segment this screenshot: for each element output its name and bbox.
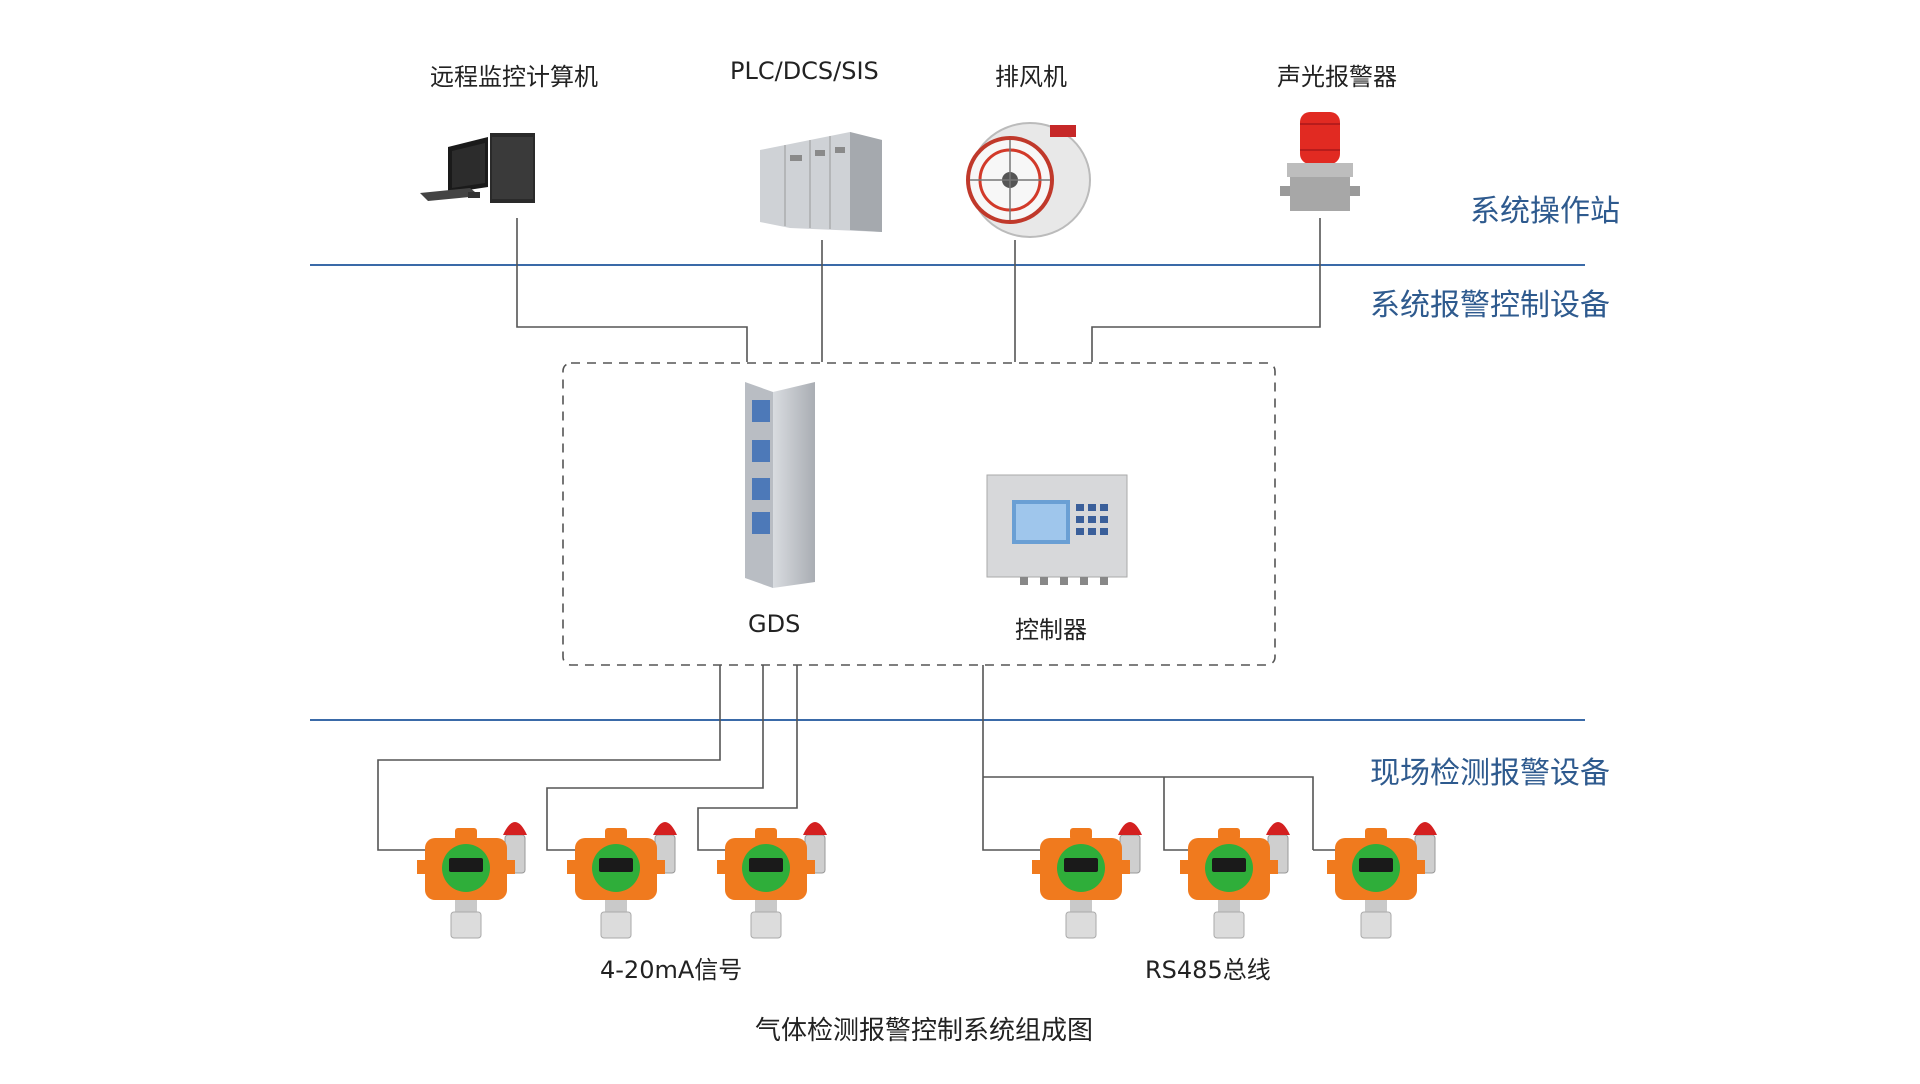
controller-icon <box>986 474 1128 585</box>
label-rs485-bus: RS485总线 <box>1145 956 1271 984</box>
gas-detector-icon <box>417 822 527 939</box>
gas-detector-icon <box>717 822 827 939</box>
bottom-connectors <box>377 665 1335 851</box>
layer-label-operation-station: 系统操作站 <box>1470 194 1620 229</box>
gas-detector-icon <box>1032 822 1142 939</box>
computer-icon <box>420 133 535 203</box>
label-analog-signal: 4-20mA信号 <box>600 956 743 984</box>
gds-cabinet-icon <box>745 382 815 588</box>
diagram-caption: 气体检测报警控制系统组成图 <box>755 1016 1094 1046</box>
gas-detector-icon <box>1180 822 1290 939</box>
label-controller: 控制器 <box>1015 616 1087 644</box>
label-sound-light-alarm: 声光报警器 <box>1277 63 1397 91</box>
label-gds: GDS <box>748 610 801 638</box>
label-plc-dcs-sis: PLC/DCS/SIS <box>730 57 879 85</box>
layer-label-alarm-control: 系统报警控制设备 <box>1370 288 1610 323</box>
plc-cabinet-icon <box>760 132 882 232</box>
gas-detector-icon <box>1327 822 1437 939</box>
label-exhaust-fan: 排风机 <box>995 63 1067 91</box>
exhaust-fan-icon <box>966 122 1091 238</box>
audible-visual-alarm-icon <box>1280 112 1360 211</box>
control-equipment-box <box>562 362 1276 666</box>
label-remote-computer: 远程监控计算机 <box>430 63 598 91</box>
top-connectors <box>516 218 1321 362</box>
gas-detector-icon <box>567 822 677 939</box>
layer-label-field-detection: 现场检测报警设备 <box>1370 756 1610 791</box>
